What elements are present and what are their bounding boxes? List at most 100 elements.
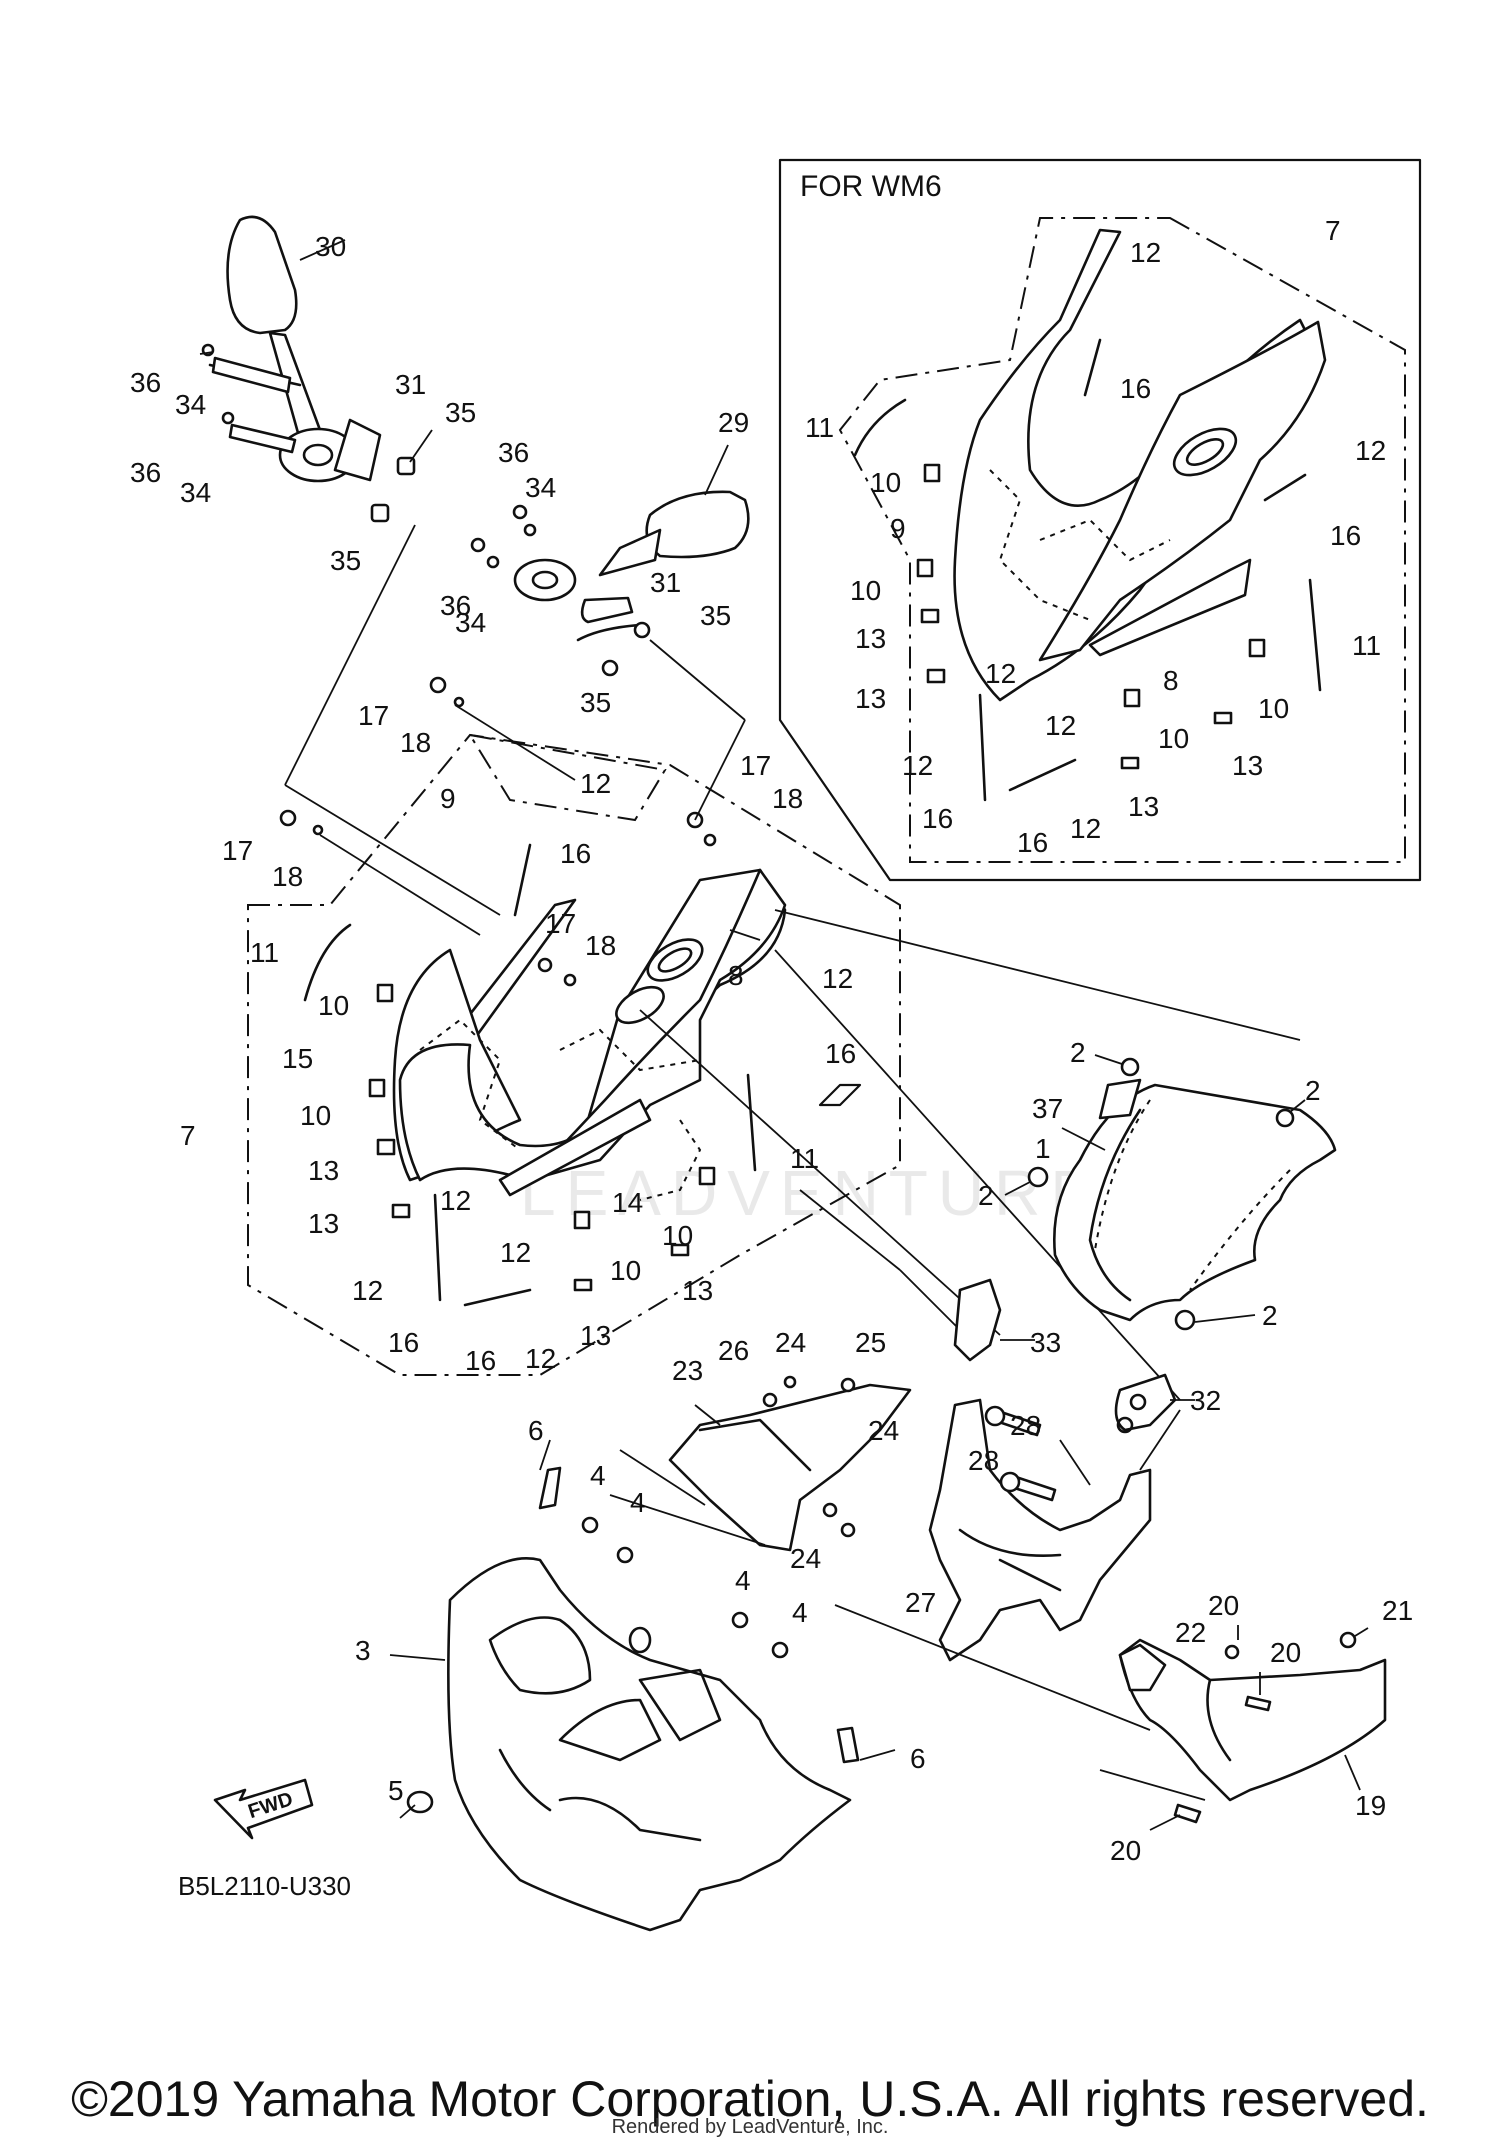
part-callout-number: 12 [352, 1275, 383, 1306]
inset-strip-11b [1308, 578, 1322, 692]
part-callout-number: 36 [498, 437, 529, 468]
part-callout-number: 12 [985, 658, 1016, 689]
part-callout-number: 2 [1305, 1075, 1321, 1106]
part-callout-number: 16 [465, 1345, 496, 1376]
part-callout-number: 12 [1355, 435, 1386, 466]
inner-panel-23 [668, 1375, 912, 1552]
part-callout-number: 12 [580, 768, 611, 799]
part-callout-number: 35 [700, 600, 731, 631]
part-callout-number: 11 [250, 937, 279, 968]
part-callout-number: 33 [1030, 1327, 1061, 1358]
part-callout-number: 16 [1017, 827, 1048, 858]
part-callout-number: 16 [922, 803, 953, 834]
part-callout-number: 15 [282, 1043, 313, 1074]
part-callout-number: 12 [902, 750, 933, 781]
part-callout-number: 10 [1158, 723, 1189, 754]
part-callout-number: 31 [395, 369, 426, 400]
part-callout-number: 20 [1208, 1590, 1239, 1621]
part-callout-number: 2 [978, 1180, 994, 1211]
inset-title: FOR WM6 [800, 170, 942, 203]
part-callout-number: 34 [180, 477, 211, 508]
bolt-20a [1244, 1695, 1272, 1712]
part-callout-number: 31 [650, 567, 681, 598]
part-callout-number: 12 [822, 963, 853, 994]
part-callout-number: 6 [528, 1415, 544, 1446]
right-mirror-assembly [470, 444, 750, 677]
part-callout-number: 1 [1035, 1133, 1051, 1164]
part-callout-number: 34 [175, 389, 206, 420]
copyright-notice: ©2019 Yamaha Motor Corporation, U.S.A. A… [71, 2071, 1429, 2127]
part-callout-number: 13 [1232, 750, 1263, 781]
part-callout-number: 13 [308, 1208, 339, 1239]
part-callout-number: 13 [682, 1275, 713, 1306]
strip-11a [303, 923, 352, 1002]
part-callout-number: 12 [1045, 710, 1076, 741]
part-callout-number: 7 [180, 1120, 196, 1151]
diagram-code: B5L2110-U330 [178, 1871, 351, 1901]
part-callout-number: 10 [318, 990, 349, 1021]
part-callout-number: 26 [718, 1335, 749, 1366]
part-callout-number: 22 [1175, 1617, 1206, 1648]
part-callout-number: 35 [445, 397, 476, 428]
part-callout-number: 16 [1330, 520, 1361, 551]
main-callouts: 30 36 34 31 35 36 34 35 29 36 34 36 34 3… [130, 231, 1413, 1901]
part-callout-number: 32 [1190, 1385, 1221, 1416]
fwd-arrow: FWD [213, 1778, 314, 1840]
inset-side-panel [1038, 320, 1327, 662]
part-callout-number: 20 [1110, 1835, 1141, 1866]
part-callout-number: 13 [855, 683, 886, 714]
part-callout-number: 10 [662, 1220, 693, 1251]
part-callout-number: 23 [672, 1355, 703, 1386]
part-callout-number: 19 [1355, 1790, 1386, 1821]
bracket-33 [953, 1278, 1002, 1362]
strip-14 [498, 1098, 652, 1197]
upper-cowling-7 [247, 676, 901, 1376]
part-callout-number: 4 [630, 1487, 646, 1518]
part-callout-number: 10 [850, 575, 881, 606]
part-callout-number: 24 [775, 1327, 806, 1358]
part-callout-number: 36 [130, 367, 161, 398]
part-callout-number: 8 [728, 960, 744, 991]
part-callout-number: 35 [580, 687, 611, 718]
rendered-by-credit: Rendered by LeadVenture, Inc. [611, 2116, 889, 2138]
part-callout-number: 4 [735, 1565, 751, 1596]
mirror-29 [645, 490, 750, 559]
clip-10a [376, 983, 394, 1003]
part-callout-number: 6 [910, 1743, 926, 1774]
inset-callouts: FOR WM6 12 7 16 11 12 10 9 16 10 13 11 1… [800, 170, 1386, 858]
part-callout-number: 13 [1128, 791, 1159, 822]
part-callout-number: 5 [388, 1775, 404, 1806]
part-callout-number: 14 [612, 1187, 643, 1218]
part-callout-number: 9 [890, 513, 906, 544]
part-callout-number: 11 [1352, 630, 1381, 661]
part-callout-number: 13 [308, 1155, 339, 1186]
part-callout-number: 18 [585, 930, 616, 961]
clip-6a [538, 1466, 562, 1510]
inset-wm6 [778, 158, 1422, 882]
part-callout-number: 24 [868, 1415, 899, 1446]
part-callout-number: 36 [440, 590, 471, 621]
brackets [928, 1278, 1195, 1662]
part-callout-number: 30 [315, 231, 346, 262]
part-callout-number: 16 [1120, 373, 1151, 404]
part-callout-number: 11 [805, 412, 834, 443]
part-callout-number: 35 [330, 545, 361, 576]
part-callout-number: 21 [1382, 1595, 1413, 1626]
part-callout-number: 34 [455, 607, 486, 638]
mirror-30 [226, 215, 298, 335]
part-callout-number: 2 [1070, 1037, 1086, 1068]
part-callout-number: 10 [610, 1255, 641, 1286]
part-callout-number: 18 [272, 861, 303, 892]
part-callout-number: 8 [1163, 665, 1179, 696]
part-callout-number: 4 [792, 1597, 808, 1628]
inset-clip-10a [923, 463, 941, 483]
part-callout-number: 25 [855, 1327, 886, 1358]
part-callout-number: 16 [560, 838, 591, 869]
part-callout-number: 16 [388, 1327, 419, 1358]
part-callout-number: 16 [825, 1038, 856, 1069]
part-callout-number: 12 [1070, 813, 1101, 844]
inset-strip-8 [1088, 558, 1252, 657]
part-callout-number: 10 [300, 1100, 331, 1131]
part-callout-number: 20 [1270, 1637, 1301, 1668]
part-callout-number: 17 [740, 750, 771, 781]
